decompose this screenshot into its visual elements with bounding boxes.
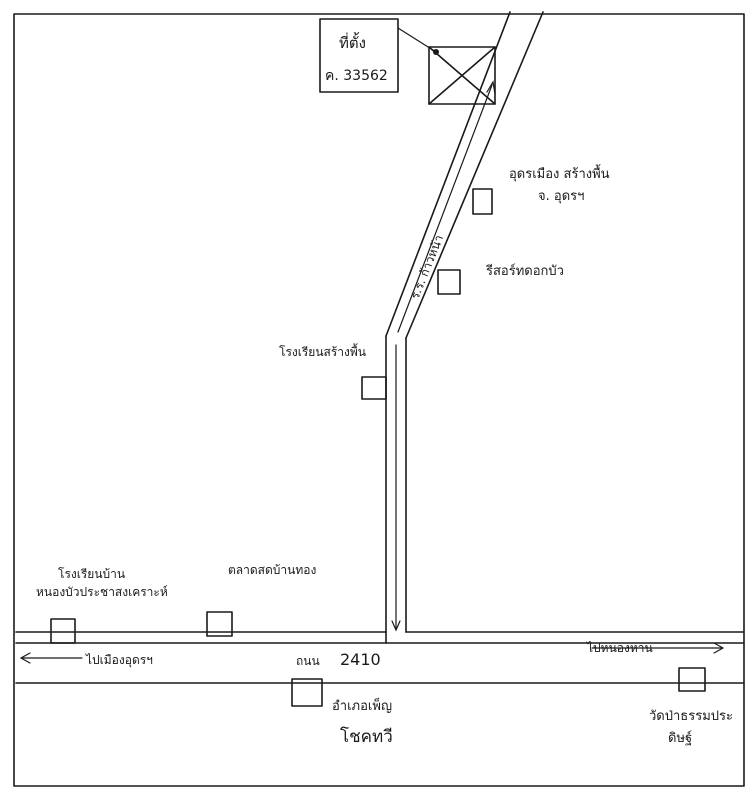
arrow-down-icon xyxy=(391,620,401,632)
building-community-hall xyxy=(361,376,387,400)
parcel-label-line1: ที่ตั้ง xyxy=(339,32,366,52)
diagonal-road-left-edge xyxy=(385,11,511,337)
building-district-office xyxy=(291,678,323,707)
arrow-right-icon xyxy=(713,642,725,654)
label-highway-number: 2410 xyxy=(340,650,381,669)
label-district-1: อำเภอเพ็ญ xyxy=(332,696,392,714)
building-shop xyxy=(206,611,233,637)
label-diagonal-road: ร.ร. ก้าวหน้า xyxy=(408,233,446,301)
label-wat-1: วัดป่าธรรมประ xyxy=(649,709,733,724)
parcel-label-box xyxy=(319,18,399,93)
label-wat-2: ดิษฐ์ xyxy=(668,730,692,746)
road-arrow-line-up xyxy=(397,84,493,333)
label-resort: รีสอร์ทดอกบัว xyxy=(485,263,564,279)
label-to-nongkhai: ไปหนองหาน xyxy=(586,641,653,655)
building-resort xyxy=(437,269,461,295)
parcel-cross-b xyxy=(428,46,496,105)
diagonal-road-right-edge xyxy=(405,11,544,339)
building-wat xyxy=(678,667,706,692)
building-school xyxy=(50,618,76,644)
label-highway-prefix: ถนน xyxy=(296,654,320,668)
parcel-label-line2: ค. 33562 xyxy=(325,68,388,84)
label-udon-city-1: อุดรเมือง สร้างพื้น xyxy=(509,164,610,182)
label-to-udon: ไปเมืองอุดรฯ xyxy=(85,653,153,668)
map-frame xyxy=(13,13,745,787)
label-school-2: หนองบัวประชาสงเคราะห์ xyxy=(36,585,168,599)
building-udon-city xyxy=(472,188,493,215)
label-district-2: โชคทวี xyxy=(340,726,393,747)
label-community-hall: โรงเรียนสร้างพื้น xyxy=(279,343,366,359)
parcel-pointer xyxy=(397,27,437,53)
label-shop: ตลาดสดบ้านทอง xyxy=(228,563,316,577)
label-udon-city-2: จ. อุดรฯ xyxy=(538,189,584,204)
parcel-box xyxy=(428,46,496,105)
label-school-1: โรงเรียนบ้าน xyxy=(58,567,125,581)
parcel-pointer-dot xyxy=(433,49,439,55)
arrow-left-icon xyxy=(19,652,31,664)
